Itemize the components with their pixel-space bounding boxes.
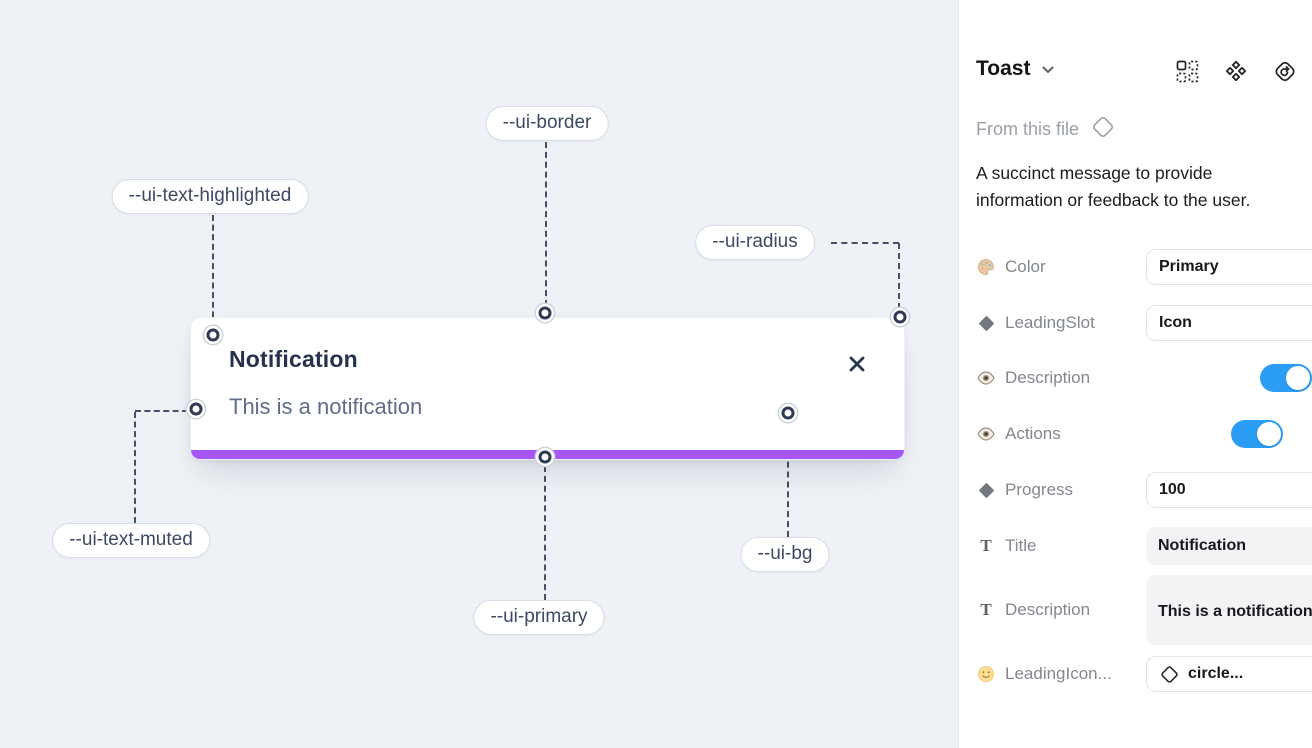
title-field[interactable]: Notification [1146, 527, 1312, 565]
variants-icon[interactable] [1224, 59, 1248, 83]
prop-label: Progress [1005, 480, 1074, 499]
var-label-ui-text-muted: --ui-text-muted [52, 523, 210, 558]
prop-row-leadingslot: LeadingSlot Icon [976, 305, 1312, 341]
chevron-down-icon [1042, 62, 1054, 77]
prop-label: LeadingSlot [1005, 313, 1095, 332]
toast-description: This is a notification [229, 394, 423, 419]
source-row: From this file [976, 113, 1117, 146]
connector-dot-text-highlighted [206, 328, 220, 342]
prop-label: Title [1005, 536, 1037, 555]
source-label: From this file [976, 119, 1080, 139]
prop-row-description-toggle: Description [976, 360, 1312, 396]
connector-dot-border [538, 306, 552, 320]
var-label-ui-radius: --ui-radius [695, 225, 815, 260]
prop-row-actions-toggle: Actions [976, 416, 1297, 452]
var-label-ui-text-highlighted: --ui-text-highlighted [111, 179, 309, 214]
leadingicon-select[interactable]: circle... [1146, 656, 1312, 692]
description-field[interactable]: This is a notification [1146, 575, 1312, 645]
connector-line-border [545, 142, 547, 306]
connector-line-bg [787, 422, 789, 537]
connector-dot-primary [538, 450, 552, 464]
connector-line-text-muted-v [134, 412, 136, 523]
prop-label: Actions [1005, 424, 1061, 443]
properties-panel: Toast [958, 0, 1312, 748]
component-grid-icon[interactable] [1175, 59, 1199, 83]
toast-close-button[interactable] [844, 352, 870, 378]
eye-icon [976, 427, 996, 441]
palette-icon [976, 258, 996, 276]
prop-row-description-text: T Description This is a notification [976, 575, 1312, 645]
text-icon: T [980, 600, 992, 619]
prop-label: Description [1005, 600, 1091, 619]
canvas: Notification This is a notification --ui… [52, 106, 907, 635]
component-description: A succinct message to provide informatio… [976, 163, 1251, 210]
prop-row-leadingicon: LeadingIcon... circle... [976, 656, 1312, 692]
close-icon [846, 353, 868, 378]
connector-line-text-highlighted [212, 215, 214, 327]
var-label-ui-border: --ui-border [485, 106, 609, 141]
component-selector[interactable]: Toast [976, 57, 1054, 81]
file-diamond-icon [1089, 113, 1117, 146]
prop-label: LeadingIcon... [1005, 664, 1112, 683]
connector-line-primary [544, 466, 546, 600]
color-select[interactable]: Primary [1146, 249, 1312, 285]
text-icon: T [980, 536, 992, 555]
connector-line-text-muted-h [135, 410, 188, 412]
prop-row-progress: Progress 100 [976, 472, 1312, 508]
connector-dot-text-muted [189, 402, 203, 416]
component-name: Toast [976, 57, 1031, 80]
eye-icon [976, 371, 996, 385]
toast-title: Notification [229, 346, 358, 372]
prop-row-color: Color Primary [976, 249, 1312, 285]
progress-select[interactable]: 100 [1146, 472, 1312, 508]
prop-label: Color [1005, 257, 1046, 276]
description-toggle[interactable] [1260, 364, 1312, 392]
diamond-icon [976, 315, 996, 331]
prop-label: Description [1005, 368, 1091, 387]
connector-line-radius-h [831, 242, 899, 244]
connector-line-radius-v [898, 243, 900, 309]
var-label-ui-bg: --ui-bg [740, 537, 830, 572]
var-label-ui-primary: --ui-primary [473, 600, 605, 635]
toast-preview: Notification This is a notification [190, 317, 905, 460]
return-diamond-icon[interactable] [1273, 59, 1297, 83]
connector-dot-radius [893, 310, 907, 324]
panel-header: Toast [976, 57, 1297, 87]
diamond-icon [976, 482, 996, 498]
prop-row-title: T Title Notification [976, 527, 1312, 565]
diamond-outline-icon [1159, 664, 1180, 685]
actions-toggle[interactable] [1230, 420, 1283, 448]
leadingslot-select[interactable]: Icon [1146, 305, 1312, 341]
smiley-icon [976, 665, 996, 683]
connector-dot-bg [781, 406, 795, 420]
